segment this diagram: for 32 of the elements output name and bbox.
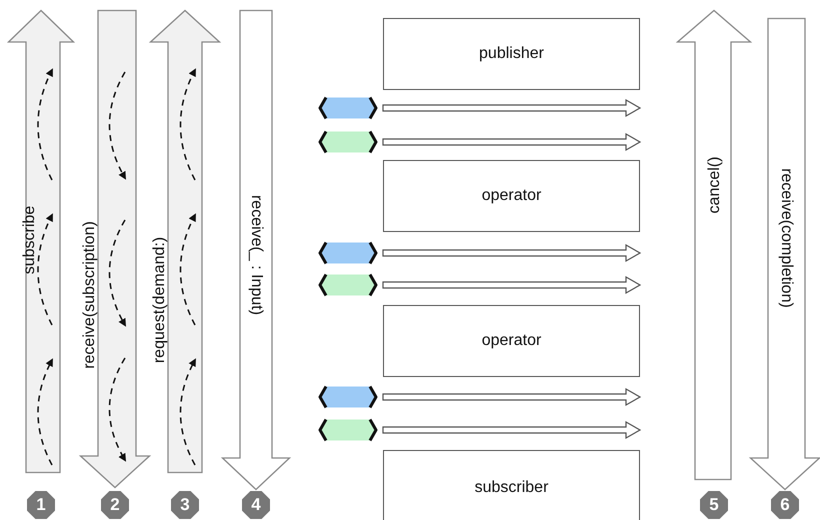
upward-lifecycle-band: [677, 10, 751, 480]
box-label: operator: [482, 332, 542, 350]
downward-lifecycle-band: [222, 10, 290, 490]
box-label: subscriber: [474, 478, 548, 496]
arrow-label: receive(_ : Input): [247, 194, 265, 316]
hollow-arrow: [382, 98, 642, 118]
hollow-arrow: [382, 388, 642, 406]
step-number-badge: 4: [242, 491, 270, 519]
arrow-label: request(demand:): [151, 236, 169, 364]
step-number-badge: 1: [27, 491, 55, 519]
component-box: [383, 18, 640, 90]
step-number-badge: 3: [171, 491, 199, 519]
component-box: [383, 305, 640, 377]
box-label: publisher: [479, 45, 544, 63]
step-number-badge: 5: [700, 491, 728, 519]
upward-lifecycle-band: [8, 10, 74, 473]
downward-lifecycle-band: [750, 18, 820, 490]
upward-lifecycle-band: [150, 10, 220, 473]
downward-lifecycle-band: [80, 10, 150, 488]
hollow-arrow: [382, 132, 642, 152]
hollow-arrow: [382, 244, 642, 262]
hollow-arrow: [382, 276, 642, 294]
step-number-badge: 2: [101, 491, 129, 519]
component-box: [383, 160, 640, 232]
arrow-label: cancel(): [706, 156, 724, 214]
box-label: operator: [482, 187, 542, 205]
arrow-label: receive(subscription): [81, 221, 99, 369]
arrow-label: receive(completion): [777, 168, 795, 308]
hollow-arrow: [382, 420, 642, 440]
component-box: [383, 450, 640, 520]
arrow-label: subscribe: [21, 206, 39, 274]
step-number-badge: 6: [771, 491, 799, 519]
